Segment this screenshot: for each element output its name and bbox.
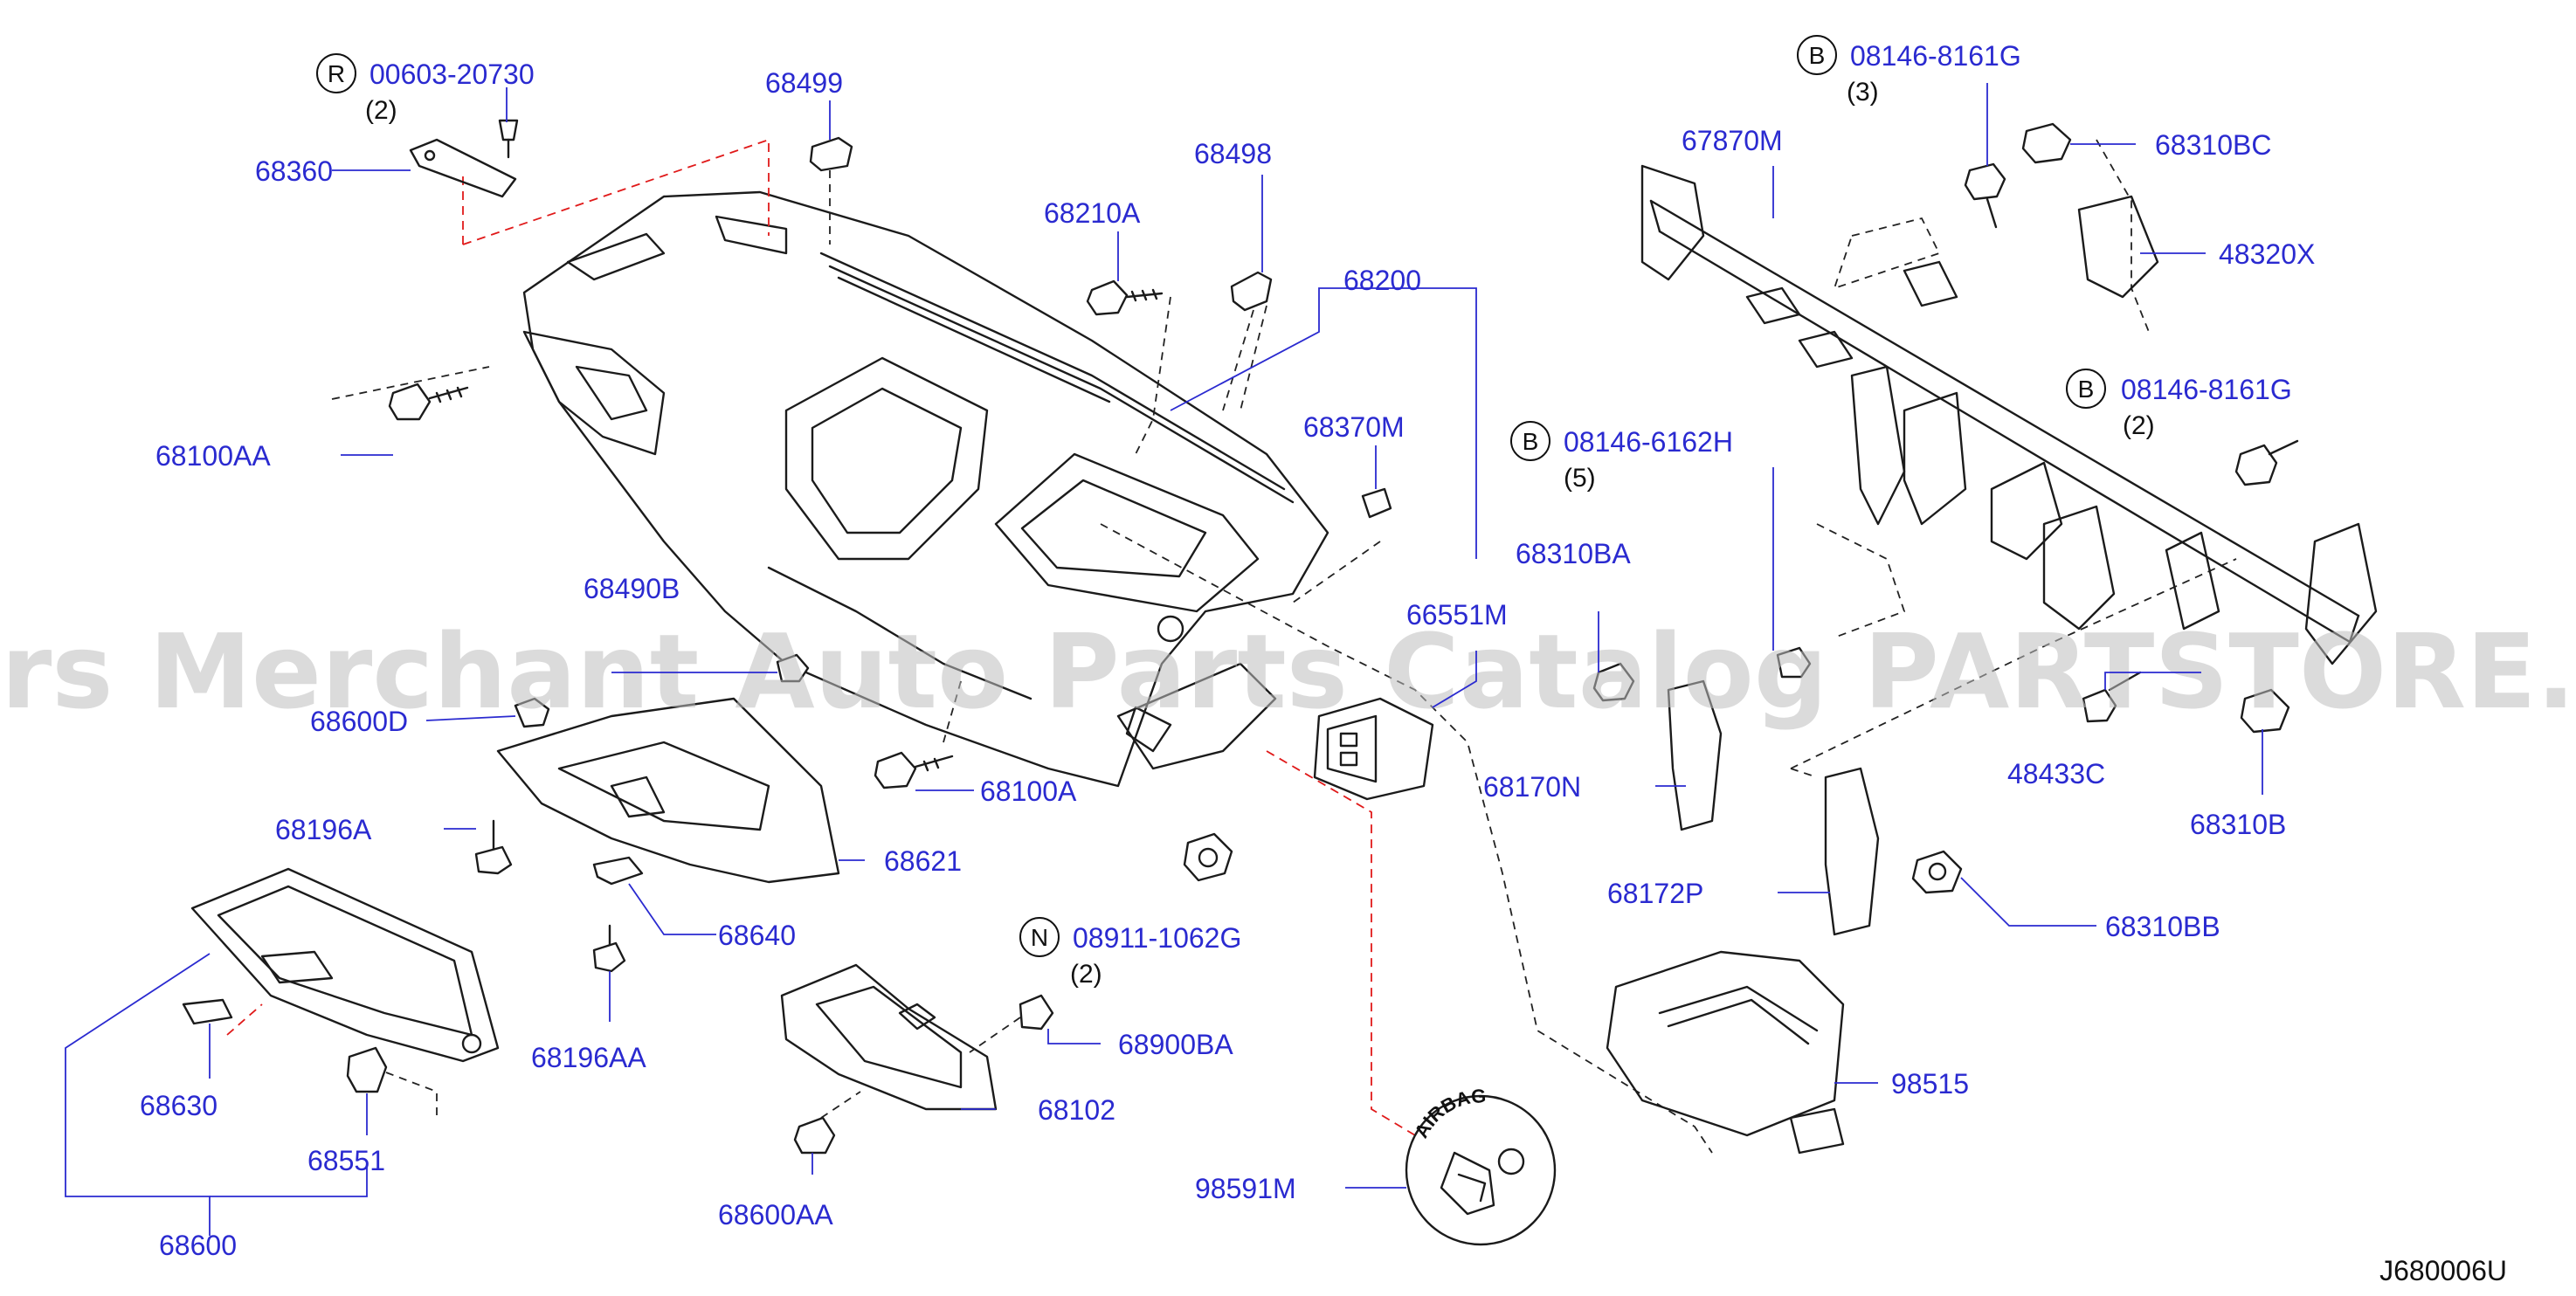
clip-68900BA-drawing (1019, 994, 1054, 1031)
callout-prefix-r: R (328, 60, 345, 87)
callout-68621[interactable]: 68621 (884, 845, 962, 877)
callout-66551M[interactable]: 66551M (1406, 599, 1508, 631)
callouts: R 00603-20730 (2) 68360 68499 68498 6821… (140, 35, 2315, 1261)
quantity-label: (2) (2123, 411, 2155, 440)
callout-08146-8161G-right[interactable]: B 08146-8161G (2) (2066, 369, 2292, 440)
callout-68370M[interactable]: 68370M (1303, 411, 1405, 443)
quantity-label: (3) (1847, 78, 1879, 107)
callout-08146-6162H[interactable]: B 08146-6162H (5) (1510, 421, 1733, 493)
watermark: Offers Merchant Auto Parts Catalog PARTS… (0, 611, 2576, 732)
callout-68360[interactable]: 68360 (255, 155, 333, 187)
quantity-label: (2) (365, 96, 397, 125)
callout-08146-8161G-top[interactable]: B 08146-8161G (3) (1797, 35, 2021, 107)
callout-68200[interactable]: 68200 (1343, 265, 1421, 296)
clip-68196A-drawing (474, 819, 513, 875)
airbag-module-98515-drawing (1606, 950, 1845, 1155)
nut-68310BC-drawing (2021, 122, 2072, 164)
clip-68498-drawing (1230, 271, 1273, 312)
quantity-label: (2) (1070, 960, 1102, 989)
callout-68310B[interactable]: 68310B (2190, 809, 2286, 840)
clip-68196AA-drawing (592, 924, 626, 973)
callout-08911-1062G[interactable]: N 08911-1062G (2) (1019, 917, 1241, 989)
screw-68100AA-drawing (388, 383, 469, 421)
bracket-68102-drawing (780, 963, 998, 1111)
cap-68499-drawing (809, 136, 853, 172)
nut-68310B-drawing (2240, 688, 2290, 734)
bracket-48320X-drawing (2077, 195, 2159, 299)
bracket-68170N-drawing (1667, 679, 1723, 831)
nut-panel-drawing (1183, 832, 1233, 882)
bracket-68172P-drawing (1824, 767, 1880, 936)
bolt-08146-8161G-top-drawing (1964, 162, 2006, 201)
callout-68600[interactable]: 68600 (159, 1230, 237, 1261)
callout-68310BC[interactable]: 68310BC (2155, 129, 2271, 161)
callout-68310BA[interactable]: 68310BA (1516, 538, 1631, 569)
callout-prefix-b: B (1523, 428, 1539, 455)
part-drawings: AIRBAG (182, 119, 2378, 1246)
leader-lines (65, 83, 2263, 1236)
callout-68498[interactable]: 68498 (1194, 138, 1272, 169)
callout-68490B[interactable]: 68490B (584, 573, 680, 604)
damper-68551-drawing (346, 1046, 388, 1093)
callout-68100AA[interactable]: 68100AA (155, 440, 271, 472)
part-number-label: 00603-20730 (369, 59, 535, 90)
handle-68630-drawing (182, 998, 233, 1025)
callout-68196AA[interactable]: 68196AA (531, 1042, 646, 1073)
switch-66551M-drawing (1313, 697, 1434, 801)
callout-68600AA[interactable]: 68600AA (718, 1199, 833, 1231)
nut-68310BA-drawing (1592, 662, 1635, 702)
part-number-label: 08146-6162H (1564, 426, 1733, 458)
callout-67870M[interactable]: 67870M (1682, 125, 1783, 156)
callout-68900BA[interactable]: 68900BA (1118, 1029, 1233, 1060)
callout-68630[interactable]: 68630 (140, 1090, 218, 1121)
screw-68600AA-drawing (793, 1116, 836, 1155)
callout-68100A[interactable]: 68100A (980, 776, 1077, 807)
screw-68210A-drawing (1086, 279, 1164, 316)
callout-68172P[interactable]: 68172P (1607, 878, 1703, 909)
part-number-label: 08146-8161G (2121, 374, 2292, 405)
callout-68102[interactable]: 68102 (1038, 1094, 1115, 1126)
nut-68310BB-drawing (1911, 850, 1963, 894)
callout-98591M[interactable]: 98591M (1195, 1173, 1296, 1204)
callout-68551[interactable]: 68551 (307, 1145, 385, 1176)
steering-member-67870M-drawing (1640, 164, 2378, 665)
instrument-panel-drawing (522, 190, 1329, 788)
cover-68621-drawing (496, 697, 840, 884)
callout-98515[interactable]: 98515 (1891, 1068, 1969, 1100)
clip-68370M-drawing (1361, 487, 1392, 519)
clip-68640-drawing (592, 856, 644, 886)
part-number-label: 08911-1062G (1073, 922, 1241, 954)
callout-00603-20730[interactable]: R 00603-20730 (2) (316, 53, 535, 125)
callout-68640[interactable]: 68640 (718, 920, 796, 951)
callout-prefix-b: B (1809, 42, 1826, 69)
callout-68499[interactable]: 68499 (765, 67, 843, 99)
clip-68600D-drawing (514, 697, 550, 728)
airbag-badge-98591M-drawing: AIRBAG (1405, 1085, 1557, 1246)
callout-48433C[interactable]: 48433C (2007, 758, 2105, 789)
callout-68210A[interactable]: 68210A (1044, 197, 1141, 229)
bolt-48433C-drawing (2082, 688, 2117, 723)
glove-box-68600-drawing (190, 867, 500, 1063)
callout-prefix-b: B (2078, 376, 2095, 403)
bolt-08146-8161G-right-drawing (2234, 444, 2278, 486)
callout-68600D[interactable]: 68600D (310, 706, 408, 737)
part-number-label: 08146-8161G (1850, 40, 2021, 72)
screw-68100A-drawing (874, 751, 954, 789)
diagram-code: J680006U (2379, 1255, 2507, 1286)
callout-68310BB[interactable]: 68310BB (2105, 911, 2220, 942)
callout-68170N[interactable]: 68170N (1483, 771, 1581, 803)
callout-48320X[interactable]: 48320X (2219, 238, 2315, 270)
callout-prefix-n: N (1031, 924, 1048, 951)
quantity-label: (5) (1564, 464, 1596, 493)
callout-68196A[interactable]: 68196A (275, 814, 372, 845)
clip-68490B-drawing (776, 653, 810, 683)
strip-68360-drawing (409, 119, 519, 198)
